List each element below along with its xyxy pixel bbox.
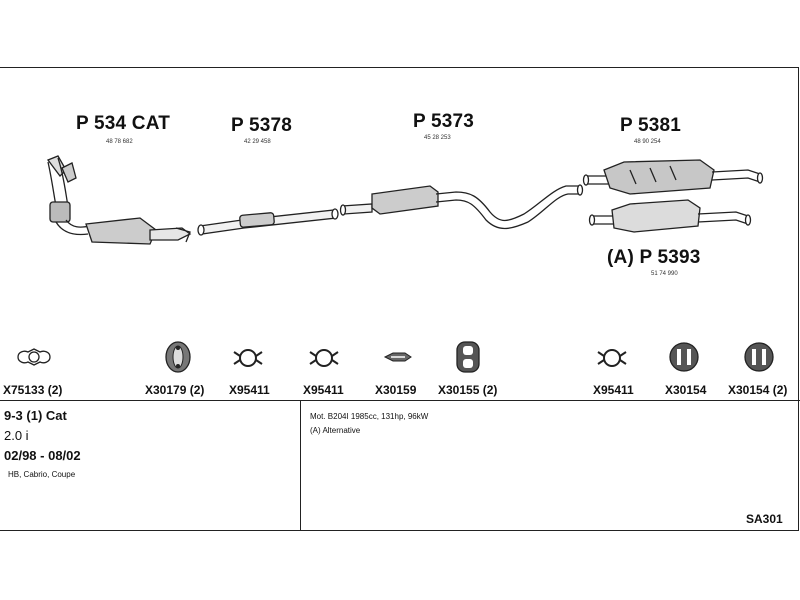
rear-silencer-drawing [582,159,764,195]
pipe-clamp-icon [597,349,627,367]
accessory-label: X75133 (2) [3,383,63,397]
accessory-label: X30159 [375,383,417,397]
alternative-rear-silencer-drawing [588,199,752,233]
part-ref-catalytic-converter: 48 78 682 [106,139,133,145]
part-code-alternative-rear-silencer: (A) P 5393 [607,247,701,268]
part-ref-center-silencer: 45 28 253 [424,135,451,141]
accessory-label: X95411 [303,383,344,397]
center-silencer-drawing [339,184,584,230]
vehicle-body-types: HB, Cabrio, Coupe [8,470,76,479]
small-clip-icon [383,352,412,362]
gasket-icon [17,348,51,366]
pipe-clamp-icon [233,349,263,367]
alternative-note: (A) Alternative [310,426,361,435]
intermediate-pipe-drawing [197,208,339,236]
accessory-label: X30154 [665,383,707,397]
engine-spec-note: Mot. B204I 1985cc, 131hp, 96kW [310,412,429,421]
vehicle-model: 9-3 (1) Cat [4,408,67,423]
vehicle-years: 02/98 - 08/02 [4,448,81,463]
diagram-code: SA301 [746,512,783,526]
rubber-mount-icon [669,342,699,372]
part-ref-alternative-rear-silencer: 51 74 990 [651,271,678,277]
info-divider [0,400,800,401]
accessory-label: X30154 (2) [728,383,788,397]
part-code-center-silencer: P 5373 [413,111,475,132]
part-ref-rear-silencer: 48 90 254 [634,139,661,145]
accessory-label: X95411 [593,383,634,397]
pipe-clamp-icon [309,349,339,367]
accessory-label: X30179 (2) [145,383,205,397]
vehicle-engine: 2.0 i [4,428,29,443]
accessory-label: X30155 (2) [438,383,498,397]
rubber-hanger-icon [456,341,480,373]
part-code-intermediate-pipe: P 5378 [231,115,293,136]
catalytic-converter-drawing [46,155,192,245]
diagram-frame [0,67,799,531]
oval-rubber-mount-icon [165,341,191,373]
accessory-label: X95411 [229,383,270,397]
part-code-catalytic-converter: P 534 CAT [76,113,171,134]
info-column-divider [300,400,301,530]
part-code-rear-silencer: P 5381 [620,115,682,136]
rubber-mount-icon [744,342,774,372]
part-ref-intermediate-pipe: 42 29 458 [244,139,271,145]
